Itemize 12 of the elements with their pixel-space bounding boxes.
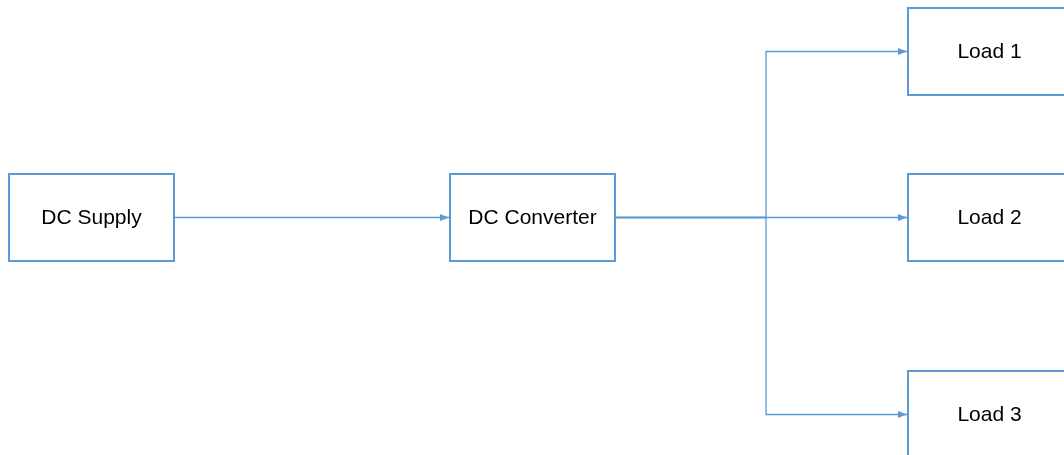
arrow (615, 216, 908, 419)
process-box (907, 370, 1064, 455)
box-label: Load 3 (957, 401, 1022, 428)
box-label: Load 2 (957, 204, 1022, 231)
box-label: DC Converter (468, 204, 597, 231)
process-box (907, 7, 1064, 96)
box-label: Load 1 (957, 38, 1022, 65)
arrow (174, 213, 450, 222)
process-box (907, 173, 1064, 262)
process-box (449, 173, 616, 262)
process-box (8, 173, 175, 262)
box-label: DC Supply (41, 204, 142, 231)
